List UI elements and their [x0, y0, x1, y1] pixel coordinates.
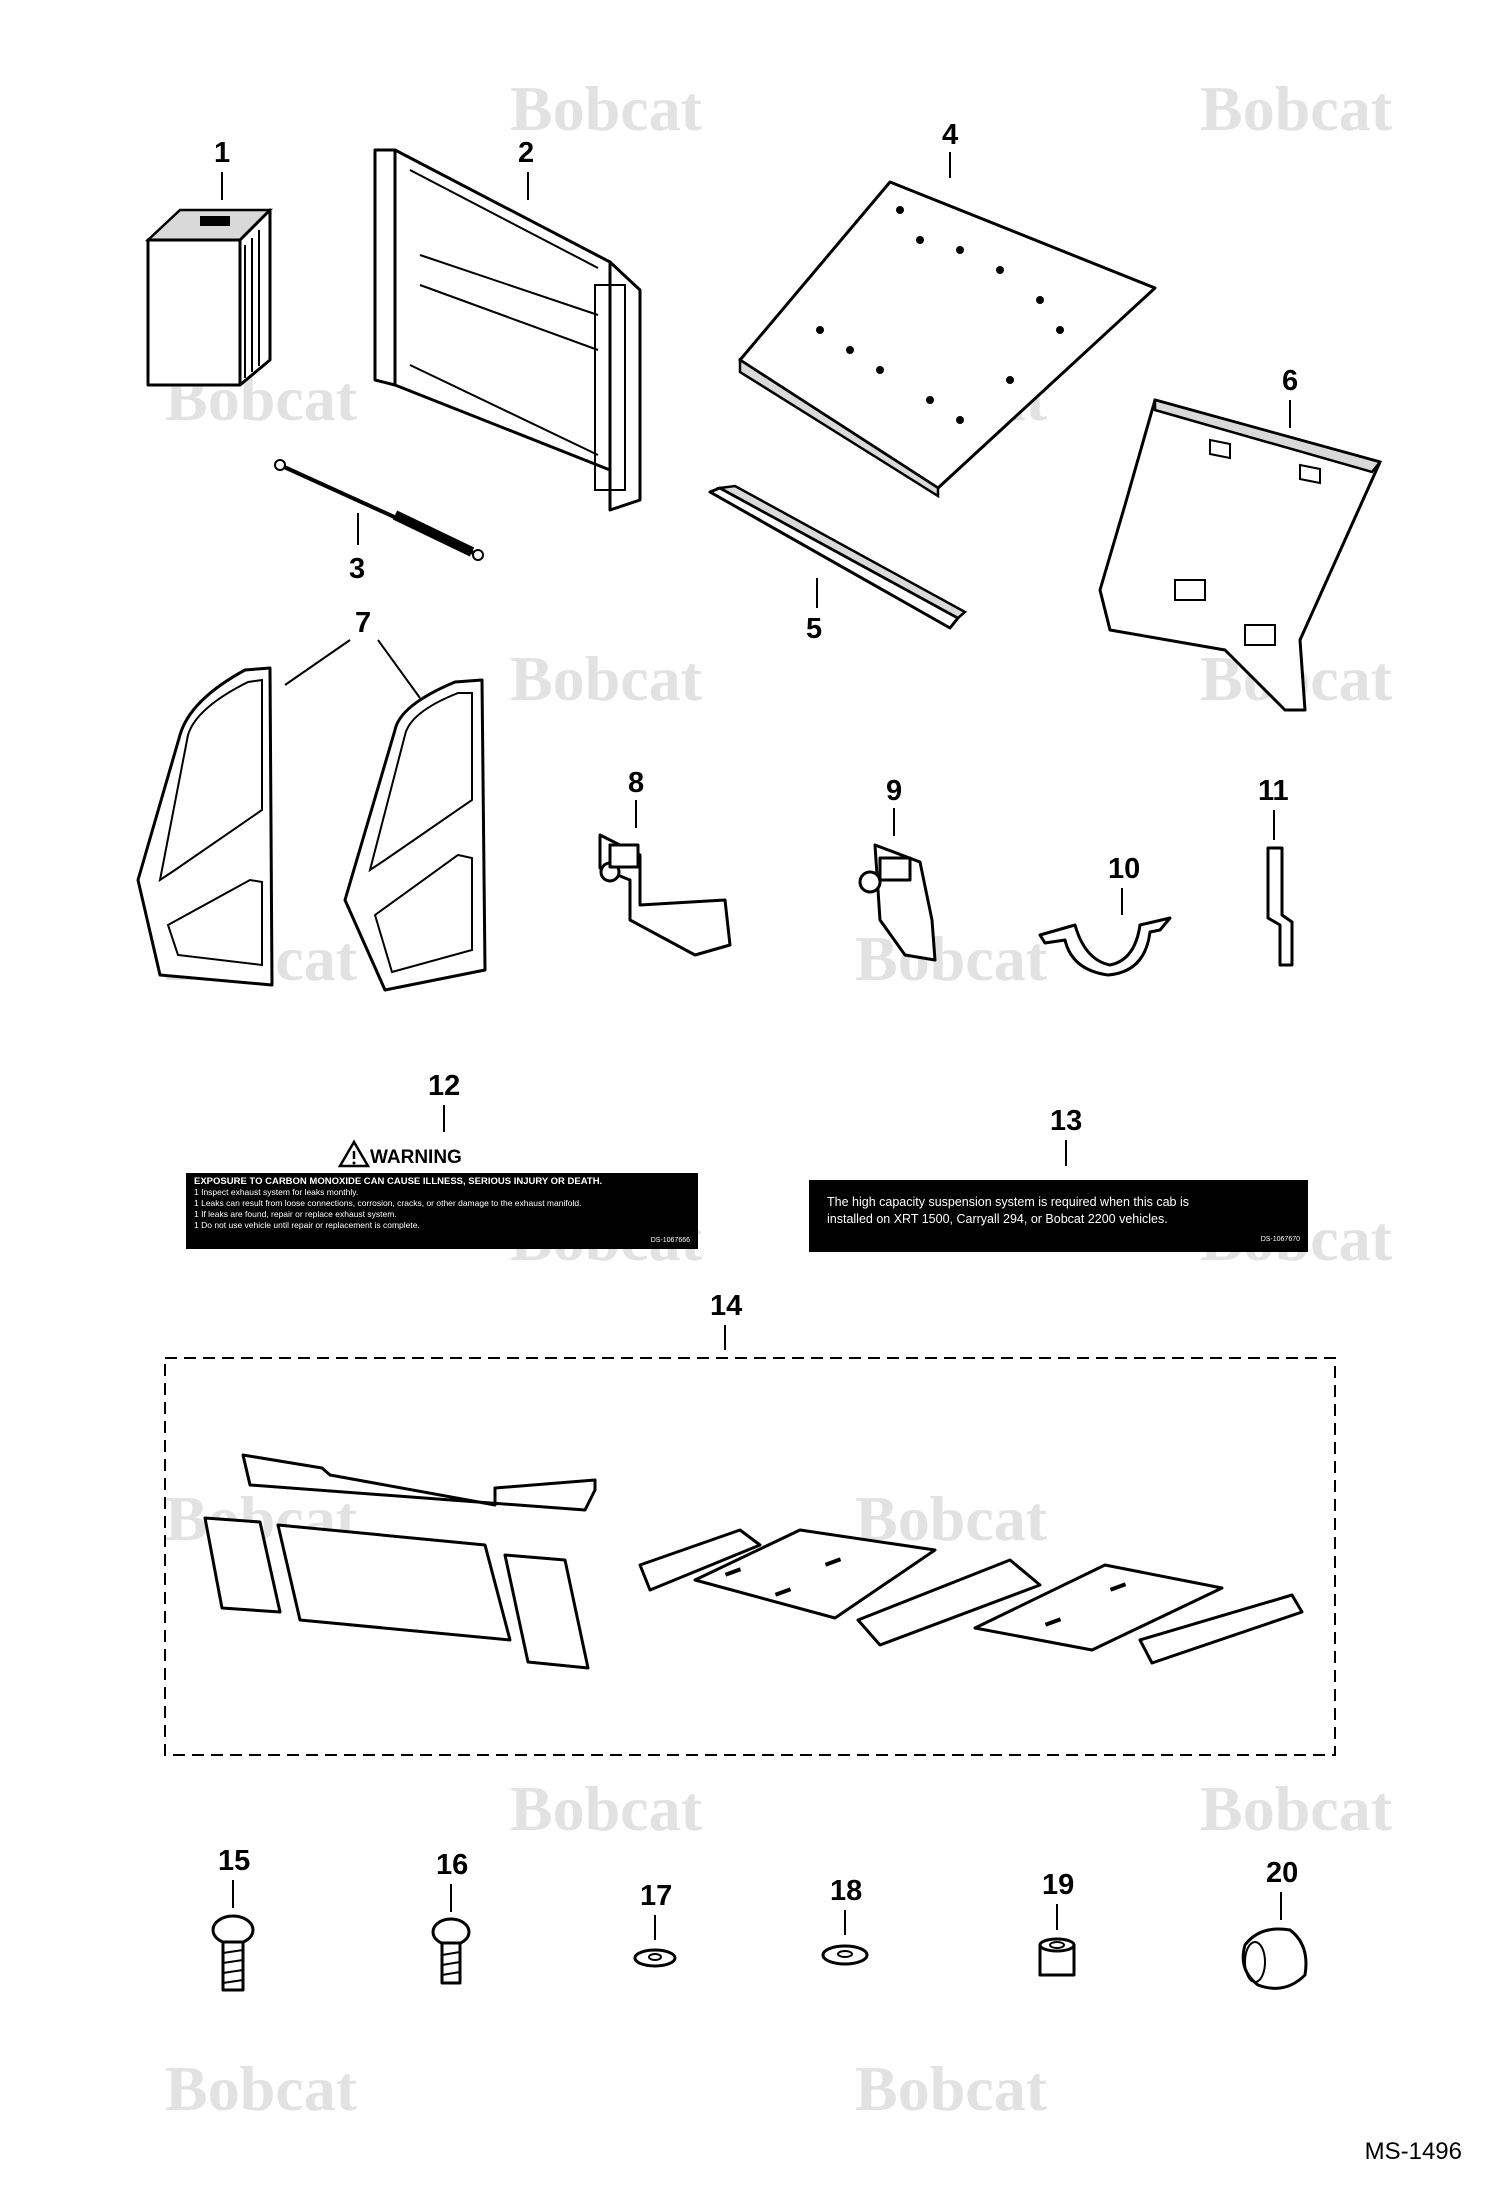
- part-5-rail: 5: [708, 484, 968, 645]
- part-9-latch-bracket: 9: [858, 775, 937, 962]
- callout-18: 18: [830, 1875, 862, 1907]
- callout-5: 5: [806, 613, 822, 645]
- part-17-washer: 17: [633, 1880, 677, 1968]
- callout-8: 8: [628, 767, 644, 799]
- part-15-screw: 15: [211, 1845, 255, 1992]
- callout-15: 15: [218, 1845, 250, 1877]
- drawing-code: MS-1496: [1364, 2138, 1462, 2165]
- watermark: Bobcat: [1200, 1773, 1393, 1844]
- part-7-doors: 7: [136, 607, 487, 992]
- warning-line: 1 Inspect exhaust system for leaks month…: [194, 1187, 359, 1197]
- callout-17: 17: [640, 1880, 672, 1912]
- warning-headline: EXPOSURE TO CARBON MONOXIDE CAN CAUSE IL…: [194, 1176, 603, 1187]
- warning-part-code: DS-1067666: [650, 1237, 690, 1244]
- callout-3: 3: [349, 553, 365, 585]
- part-10-strap-clamp: 10: [1038, 853, 1172, 977]
- warning-title-text: WARNING: [370, 1147, 462, 1168]
- callout-13: 13: [1050, 1105, 1082, 1137]
- part-14-insulation-kit: [164, 1357, 1336, 1756]
- part-13-notice-decal: The high capacity suspension system is r…: [809, 1180, 1308, 1252]
- part-4-roof-panel: 4: [738, 119, 1157, 499]
- part-11-strip-bracket: 11: [1258, 775, 1294, 967]
- callout-16: 16: [436, 1849, 468, 1881]
- part-2-rear-frame: 2: [373, 137, 642, 512]
- part-3-gas-strut: 3: [274, 459, 484, 585]
- watermark: Bobcat: [1200, 73, 1393, 144]
- callout-7: 7: [355, 607, 371, 639]
- notice-line: installed on XRT 1500, Carryall 294, or …: [827, 1212, 1168, 1226]
- callout-19: 19: [1042, 1869, 1074, 1901]
- warning-line: 1 Leaks can result from loose connection…: [194, 1198, 582, 1208]
- callout-14: 14: [710, 1290, 742, 1322]
- warning-decal-title: WARNING: [370, 1147, 462, 1169]
- watermark: Bobcat: [855, 2053, 1048, 2124]
- warning-triangle-icon: [337, 1139, 371, 1168]
- part-6-back-panel: 6: [1098, 365, 1383, 712]
- part-19-lock-nut: 19: [1038, 1869, 1076, 1977]
- callout-20: 20: [1266, 1857, 1298, 1889]
- part-18-washer: 18: [821, 1875, 869, 1966]
- watermark: Bobcat: [510, 643, 703, 714]
- callout-11: 11: [1258, 775, 1289, 807]
- part-12-warning-decal: EXPOSURE TO CARBON MONOXIDE CAN CAUSE IL…: [186, 1173, 698, 1249]
- part-20-cap: 20: [1241, 1857, 1308, 1990]
- part-16-screw: 16: [431, 1849, 471, 1985]
- callout-2: 2: [518, 137, 534, 169]
- callout-4: 4: [942, 119, 958, 151]
- callout-9: 9: [886, 775, 902, 807]
- part-8-latch-bracket: 8: [598, 767, 732, 957]
- callout-6: 6: [1282, 365, 1298, 397]
- watermark: Bobcat: [855, 923, 1048, 994]
- watermark: Bobcat: [510, 1773, 703, 1844]
- callout-12: 12: [428, 1070, 460, 1102]
- notice-line: The high capacity suspension system is r…: [827, 1195, 1189, 1209]
- callout-10: 10: [1108, 853, 1140, 885]
- callout-1: 1: [214, 137, 230, 169]
- watermark: Bobcat: [165, 2053, 358, 2124]
- part-1-cover-box: 1: [144, 137, 274, 387]
- notice-part-code: DS-1067670: [1260, 1236, 1300, 1243]
- watermark: Bobcat: [510, 73, 703, 144]
- warning-line: 1 Do not use vehicle until repair or rep…: [194, 1220, 420, 1230]
- warning-line: 1 If leaks are found, repair or replace …: [194, 1209, 397, 1219]
